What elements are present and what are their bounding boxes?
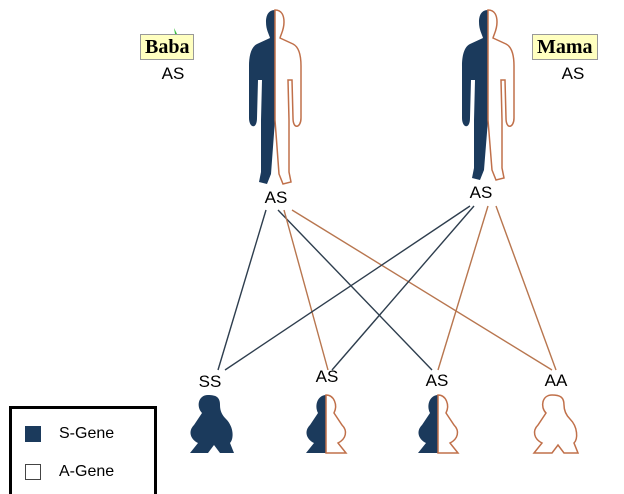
legend-label-a-gene: A-Gene bbox=[59, 463, 115, 480]
mother-s-half bbox=[462, 10, 488, 180]
father-a-half bbox=[274, 9, 302, 185]
s-gene-swatch bbox=[25, 426, 41, 442]
child-2-genotype: AS bbox=[315, 367, 339, 386]
line-mother-S-to-child1 bbox=[224, 205, 471, 371]
father-name-label: Baba bbox=[140, 34, 195, 60]
line-father-A-to-child4 bbox=[291, 209, 553, 371]
line-father-S-to-child3 bbox=[277, 209, 433, 371]
legend-item-a-gene: A-Gene bbox=[25, 463, 114, 481]
legend: S-Gene A-Gene bbox=[9, 406, 157, 494]
a-gene-swatch bbox=[25, 464, 41, 480]
father-s-half bbox=[249, 10, 275, 184]
child-2-figure bbox=[306, 394, 348, 454]
father-figure bbox=[249, 9, 302, 185]
line-mother-S-to-child2 bbox=[331, 205, 475, 371]
legend-item-s-gene: S-Gene bbox=[25, 425, 114, 443]
child-1-figure bbox=[190, 395, 234, 453]
mother-cross-genotype: AS bbox=[469, 183, 493, 202]
line-father-S-to-child1 bbox=[217, 209, 267, 371]
line-mother-A-to-child3 bbox=[437, 205, 489, 371]
mother-figure bbox=[462, 9, 515, 181]
mother-name-label: Mama bbox=[532, 34, 598, 60]
mother-genotype-label: AS bbox=[561, 64, 585, 83]
line-mother-A-to-child4 bbox=[495, 205, 557, 371]
legend-label-s-gene: S-Gene bbox=[59, 425, 115, 442]
child-1-genotype: SS bbox=[198, 372, 222, 391]
child-4-figure bbox=[532, 394, 580, 454]
child-3-figure bbox=[418, 394, 460, 454]
mother-a-half bbox=[487, 9, 515, 181]
child-4-genotype: AA bbox=[544, 371, 568, 390]
father-cross-genotype: AS bbox=[264, 188, 288, 207]
line-father-A-to-child2 bbox=[283, 209, 329, 371]
child-3-genotype: AS bbox=[425, 371, 449, 390]
father-genotype-label: AS bbox=[161, 64, 185, 83]
